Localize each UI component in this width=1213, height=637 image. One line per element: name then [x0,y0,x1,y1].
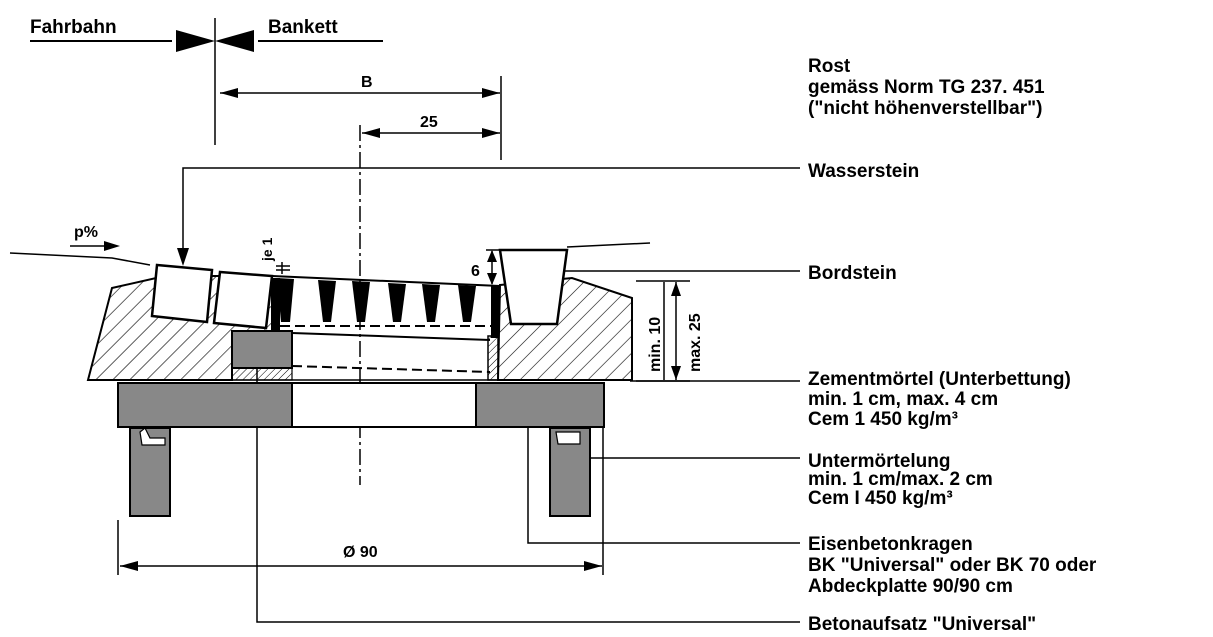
dim-max25-arrow-top [671,282,681,296]
shaft-notch-left [139,427,166,446]
dim-b-label: B [361,74,373,91]
leader-untermoertelung [565,436,800,459]
dim-max25-arrow-bottom [671,366,681,380]
grate-frame-right [491,286,499,338]
label-rost-norm: gemäss Norm TG 237. 451 [808,77,1045,98]
label-rost-note: ("nicht höhenverstellbar") [808,98,1042,119]
leader-betonaufsatz [256,356,800,623]
leader-wasserstein [182,167,800,262]
dim-90-label: Ø 90 [343,544,378,561]
dim-6-arrow-bottom [487,273,497,285]
label-wasserstein: Wasserstein [808,161,919,182]
label-eisen-options: BK "Universal" oder BK 70 oder [808,555,1097,576]
dim-b-arrow-right [482,88,500,98]
label-rost: Rost [808,56,851,77]
dim-b-arrow-left [220,88,238,98]
label-zement-cem: Cem 1 450 kg/m³ [808,409,958,430]
dim-25-label: 25 [420,114,438,131]
label-unter-range: min. 1 cm/max. 2 cm [808,469,993,490]
wasserstein-stone-1 [150,263,214,324]
grate-frame-left [272,278,280,330]
grate-bars [277,278,476,322]
leader-wasserstein-arrow [177,248,189,266]
label-eisenbeton: Eisenbetonkragen [808,534,973,555]
label-untermoertelung: Untermörtelung [808,451,951,472]
bankett-arrowhead [215,30,254,52]
dim-90-arrow-right [584,561,602,571]
bankett-surface-line [566,242,651,248]
dim-6-arrow-top [487,250,497,262]
kragen-left [117,382,293,428]
frame-ledge-line [291,332,491,341]
label-fahrbahn: Fahrbahn [30,17,117,38]
label-bankett: Bankett [268,17,338,38]
label-betonaufsatz: Betonaufsatz "Universal" [808,614,1036,635]
dim-25-arrow-left [362,128,380,138]
dim-25-arrow-right [482,128,500,138]
wasserstein-stone-2 [212,270,274,330]
leader-eisenbeton [527,411,800,544]
road-surface-line [9,252,151,266]
dim-max25-label: max. 25 [687,313,704,372]
dim-6-label: 6 [471,263,480,280]
label-eisen-plate: Abdeckplatte 90/90 cm [808,576,1013,597]
slope-arrowhead [104,241,120,251]
shaft-notch-right [555,431,581,445]
je1-label: je 1 [259,237,275,262]
dim-min10-label: min. 10 [647,317,664,372]
frame-ladder-right [487,335,499,381]
label-zement-range: min. 1 cm, max. 4 cm [808,389,998,410]
bordstein-stone [498,248,569,326]
mortar-bed-left [231,367,293,381]
frame-lower-dashed [291,365,491,373]
grate-top-line [271,275,501,287]
slope-label: p% [74,224,98,241]
betonaufsatz-block [231,330,293,369]
label-bordstein: Bordstein [808,263,897,284]
fahrbahn-arrowhead [176,30,215,52]
label-unter-cem: Cem I 450 kg/m³ [808,488,953,509]
label-zement: Zementmörtel (Unterbettung) [808,369,1071,390]
dim-90-arrow-left [120,561,138,571]
kragen-opening [291,382,477,428]
kragen-right [475,382,605,428]
